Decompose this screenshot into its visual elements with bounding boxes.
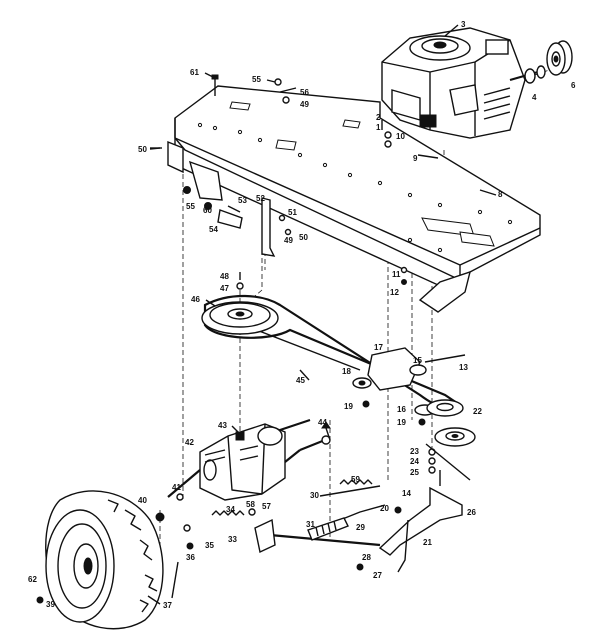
label-6: 6 (571, 81, 576, 90)
label-26: 26 (467, 508, 476, 517)
label-45: 45 (296, 376, 305, 385)
label-21: 21 (423, 538, 432, 547)
label-61: 61 (190, 68, 199, 77)
label-2: 2 (376, 113, 381, 122)
label-39: 39 (46, 600, 55, 609)
label-13: 13 (459, 363, 468, 372)
label-3: 3 (461, 20, 466, 29)
label-48: 48 (220, 272, 229, 281)
label-55: 55 (252, 75, 261, 84)
label-37: 37 (163, 601, 172, 610)
clutch-pulleys (426, 399, 476, 474)
transaxle (167, 418, 331, 501)
hardware (150, 74, 439, 297)
label-52: 52 (256, 194, 265, 203)
label-42: 42 (185, 438, 194, 447)
label-40: 40 (138, 496, 147, 505)
label-18: 18 (342, 367, 351, 376)
label-53: 53 (238, 196, 247, 205)
axle-hardware (155, 493, 194, 550)
idler-bracket-assembly (352, 347, 466, 426)
label-59: 59 (351, 475, 360, 484)
label-10: 10 (396, 132, 405, 141)
transaxle-pulley (201, 301, 279, 335)
label-35: 35 (205, 541, 214, 550)
callout-labels: 3 4 6 61 55 56 49 50 2 1 10 9 8 55 60 53… (28, 20, 576, 610)
label-19-lower: 19 (397, 418, 406, 427)
label-14: 14 (402, 489, 411, 498)
label-19: 19 (344, 402, 353, 411)
label-24: 24 (410, 457, 419, 466)
label-leader-ticks (147, 24, 497, 605)
label-33: 33 (228, 535, 237, 544)
label-60: 60 (203, 206, 212, 215)
label-22: 22 (473, 407, 482, 416)
label-29: 29 (356, 523, 365, 532)
label-51: 51 (288, 208, 297, 217)
engine-drive-pulley (524, 40, 573, 84)
label-17: 17 (374, 343, 383, 352)
label-11: 11 (392, 270, 401, 279)
label-27: 27 (373, 571, 382, 580)
label-23: 23 (410, 447, 419, 456)
label-12: 12 (390, 288, 399, 297)
label-28: 28 (362, 553, 371, 562)
label-30: 30 (310, 491, 319, 500)
label-15: 15 (413, 356, 422, 365)
label-8: 8 (498, 190, 503, 199)
label-1: 1 (376, 123, 381, 132)
label-49-lower: 49 (284, 236, 293, 245)
label-34: 34 (226, 505, 235, 514)
label-55-lower: 55 (186, 202, 195, 211)
label-47: 47 (220, 284, 229, 293)
label-58: 58 (246, 500, 255, 509)
label-31: 31 (306, 520, 315, 529)
label-50: 50 (138, 145, 147, 154)
engine (381, 27, 546, 139)
label-43: 43 (218, 421, 227, 430)
label-56: 56 (300, 88, 309, 97)
label-36: 36 (186, 553, 195, 562)
label-46: 46 (191, 295, 200, 304)
label-41: 41 (172, 483, 181, 492)
label-57: 57 (262, 502, 271, 511)
label-25: 25 (410, 468, 419, 477)
label-49: 49 (300, 100, 309, 109)
label-9: 9 (413, 154, 418, 163)
label-4: 4 (532, 93, 537, 102)
clutch-brake-linkage (211, 421, 471, 573)
label-62: 62 (28, 575, 37, 584)
rear-wheel (36, 490, 164, 630)
label-20: 20 (380, 504, 389, 513)
label-50-lower: 50 (299, 233, 308, 242)
label-44: 44 (318, 418, 327, 427)
frame-chassis (167, 85, 541, 313)
label-54: 54 (209, 225, 218, 234)
label-16: 16 (397, 405, 406, 414)
